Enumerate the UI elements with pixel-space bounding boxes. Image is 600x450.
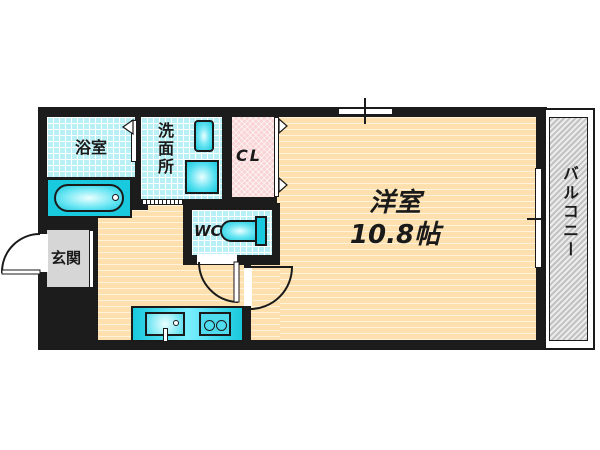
room-door[interactable] [246,263,298,311]
hallway-floor [148,205,184,215]
closet-floor [232,117,274,197]
bathtub-drain [112,194,119,201]
washroom-door[interactable] [142,199,184,205]
bathroom-floor [47,117,135,177]
western-room-label: 洋室 10.8帖 [330,187,460,251]
bathtub [46,178,132,218]
balcony [544,108,595,350]
wc-door-opening [197,254,237,264]
top-window-mark [364,98,366,124]
bathroom-door[interactable] [131,120,137,162]
top-window[interactable] [338,108,393,115]
entrance-door[interactable] [0,233,48,276]
kitchen-counter [131,306,244,342]
balcony-window-mark [527,218,553,220]
wc-door[interactable] [197,261,247,307]
toilet-tank [255,216,267,246]
closet-door-marker-icon [278,117,288,135]
balcony-label: バルコニー [560,165,579,260]
washing-machine-space [185,160,219,194]
western-room-floor [277,117,536,340]
bathroom-label: 浴室 [75,138,108,157]
wash-basin [194,120,214,152]
faucet [163,328,168,342]
sink-drain [173,320,179,326]
western-room-size: 10.8帖 [349,220,441,250]
balcony-floor [549,117,588,341]
washroom-label: 洗面所 [155,122,174,176]
toilet-bowl [220,220,260,242]
closet-door[interactable] [274,117,279,197]
entrance-step [89,230,94,288]
entrance-label: 玄関 [51,249,82,267]
western-room-name: 洋室 [368,188,421,218]
room-door-opening [244,268,252,306]
closet-door-marker-icon [278,176,288,194]
entrance-door-opening [38,234,48,272]
closet-label: CL [236,146,262,165]
wc-label: WC [194,222,222,240]
burner-icon [216,320,227,331]
burner-icon [204,320,215,331]
entrance-floor [47,230,90,287]
bathroom-door-marker-icon [121,118,134,136]
stove [199,312,231,336]
